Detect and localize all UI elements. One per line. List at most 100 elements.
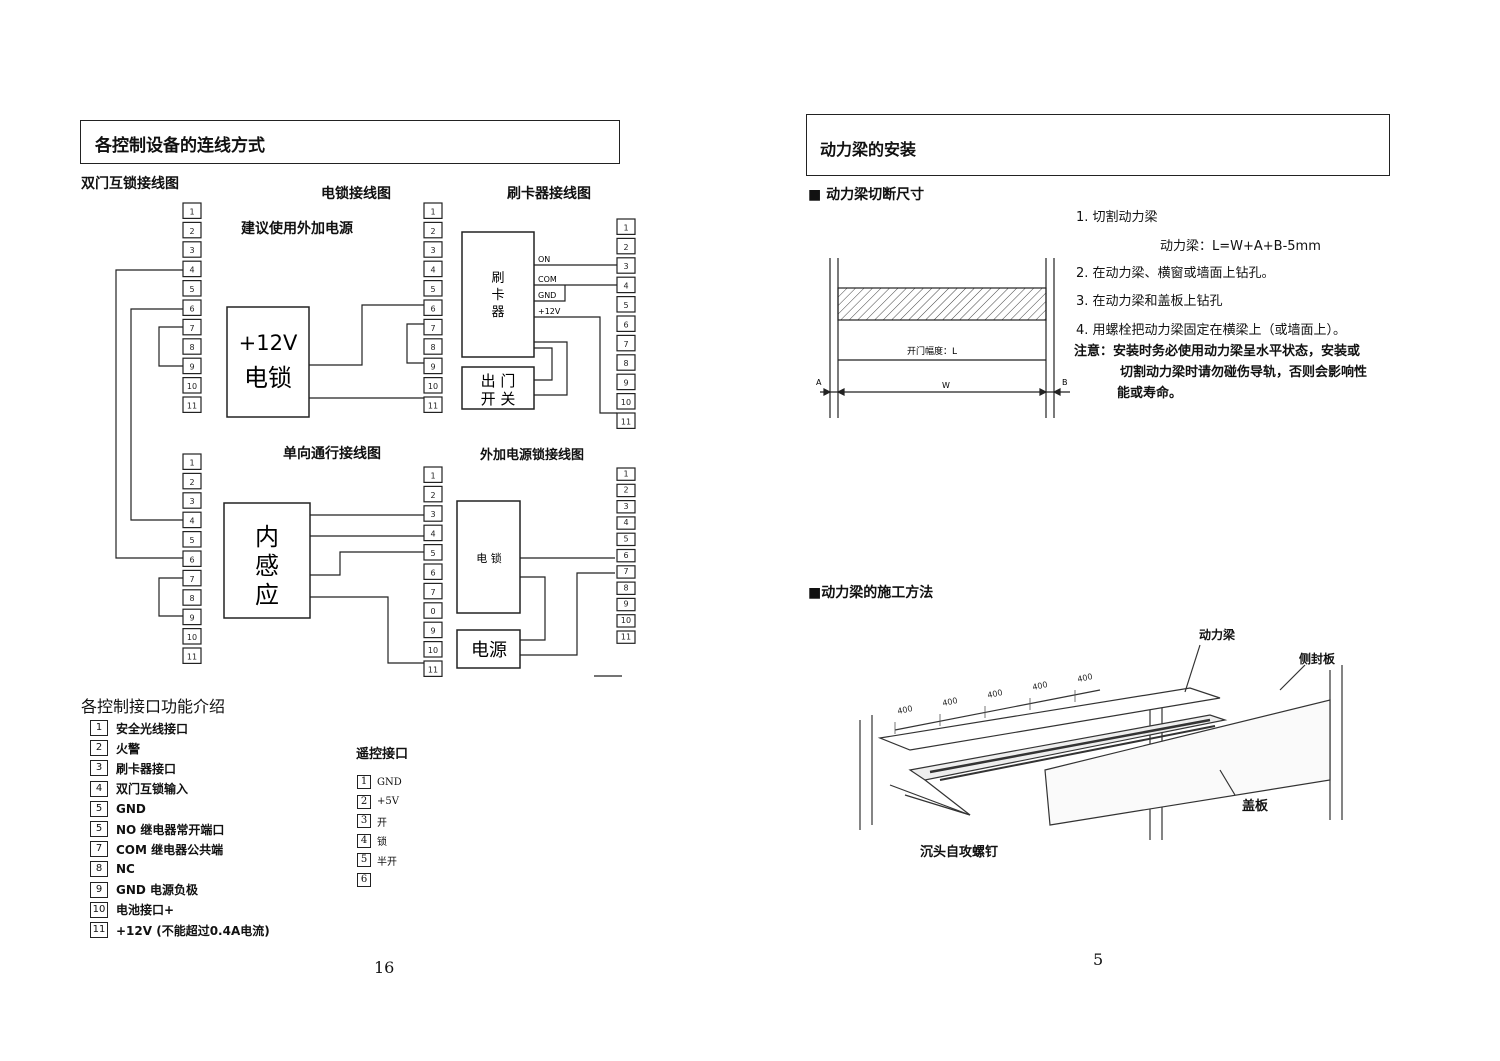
oneway-terminal-label: 2 — [430, 491, 435, 500]
oneway-terminal-box — [423, 640, 443, 658]
remote-row: 2+5V — [357, 793, 399, 811]
card-terminal-box — [616, 412, 636, 429]
dim-label-a: A — [816, 378, 822, 387]
double-door-top-terminal-box — [182, 241, 202, 258]
double-door-top-terminal-label: 6 — [189, 304, 194, 313]
card-title: 刷卡器接线图 — [507, 186, 591, 202]
interface-number: 3 — [90, 760, 108, 777]
interface-number: 10 — [90, 901, 108, 918]
elock-terminal-box — [423, 338, 443, 355]
elock-box-line2: 电锁 — [244, 364, 292, 392]
elock-terminal-box — [423, 357, 443, 375]
elock-terminal-label: 3 — [430, 246, 435, 255]
double-door-top-terminal-label: 3 — [189, 246, 194, 255]
elock-terminal-label: 5 — [430, 285, 435, 294]
oneway-terminal-box — [423, 660, 443, 677]
card-terminal-label: 1 — [623, 223, 628, 232]
dim-label-b: B — [1062, 378, 1068, 387]
double-door-top-terminal-box — [182, 396, 202, 413]
oneway-terminal-label: 6 — [430, 568, 435, 577]
card-terminal-box — [616, 354, 636, 371]
remote-title: 遥控接口 — [356, 747, 409, 762]
double-door-top-terminal-box — [182, 338, 202, 355]
double-door-bottom-terminal-box — [182, 530, 202, 548]
card-terminal-box — [616, 237, 636, 255]
interface-title: 各控制接口功能介绍 — [81, 697, 226, 716]
ext-terminal-label: 6 — [623, 551, 628, 560]
dim-label-w: W — [942, 381, 950, 390]
dim-400-label: 400 — [1032, 680, 1049, 692]
card-terminal-box — [616, 315, 636, 332]
install-step: 2. 在动力梁、横窗或墙面上钻孔。 — [1076, 266, 1275, 281]
label-beam: 动力梁 — [1199, 628, 1236, 642]
oneway-terminal-box — [423, 582, 443, 600]
dim-400-label: 400 — [942, 696, 959, 708]
ext-terminal-box — [616, 500, 636, 514]
double-door-top-terminal-label: 7 — [189, 324, 194, 333]
elock-terminal-box — [423, 318, 443, 336]
remote-label: 开 — [377, 817, 387, 829]
remote-number: 2 — [357, 794, 371, 809]
elock-terminal-label: 2 — [430, 227, 435, 236]
card-terminal-box — [616, 373, 636, 391]
interface-row: 11+12V (不能超过0.4A电流) — [90, 921, 270, 939]
ext-terminal-box — [616, 516, 636, 530]
ext-terminal-box — [616, 630, 636, 644]
ext-terminal-label: 1 — [623, 469, 628, 478]
elock-terminal-label: 11 — [428, 401, 438, 410]
ext-power-box — [456, 629, 521, 669]
interface-number: 8 — [90, 861, 108, 878]
ext-lock-box — [456, 500, 521, 614]
ext-power-label: 电源 — [471, 640, 507, 661]
interface-number: 1 — [90, 720, 108, 736]
double-door-bottom-terminal-box — [182, 589, 202, 606]
dim-400-label: 400 — [897, 704, 914, 716]
install-step: 4. 用螺栓把动力梁固定在横梁上（或墙面上）。 — [1076, 323, 1347, 338]
ext-title: 外加电源锁接线图 — [480, 448, 585, 463]
elock-terminal-label: 9 — [430, 363, 435, 372]
dim-400-label: 400 — [1077, 672, 1094, 684]
card-pin-on: ON — [538, 255, 550, 264]
double-door-bottom-terminal-box — [182, 608, 202, 626]
right-header-title: 动力梁的安装 — [820, 140, 917, 159]
method-title: ■动力梁的施工方法 — [808, 585, 934, 601]
card-reader-label: 刷卡器 — [491, 271, 504, 320]
double-door-top-terminal-label: 8 — [189, 343, 194, 352]
ext-lock-label: 电 锁 — [476, 551, 502, 565]
card-terminal-label: 3 — [623, 262, 628, 271]
card-terminal-box — [616, 218, 636, 235]
oneway-terminal-box — [423, 505, 443, 522]
cut-title: ■ 动力梁切断尺寸 — [808, 187, 925, 203]
install-step: 注意：安装时务必使用动力梁呈水平状态，安装或 — [1074, 344, 1361, 359]
remote-number: 5 — [357, 853, 371, 867]
oneway-terminal-box — [423, 466, 443, 483]
elock-terminal-label: 10 — [428, 382, 438, 391]
interface-label: NC — [116, 862, 135, 877]
elock-terminal-box — [423, 377, 443, 394]
double-door-bottom-terminal-box — [182, 647, 202, 664]
install-step: 3. 在动力梁和盖板上钻孔 — [1076, 294, 1223, 309]
interface-label: GND 电源负极 — [116, 883, 199, 898]
ext-terminal-box — [616, 597, 636, 612]
left-page-number: 16 — [374, 958, 395, 977]
elock-terminal-box — [423, 299, 443, 316]
exit-switch-line1: 出 门 — [481, 372, 516, 390]
oneway-terminal-label: 4 — [430, 530, 435, 539]
double-door-bottom-terminal-label: 7 — [189, 575, 194, 584]
ext-terminal-box — [616, 483, 636, 498]
double-door-bottom-terminal-box — [182, 627, 202, 645]
oneway-terminal-box — [423, 621, 443, 639]
elock-terminal-label: 1 — [430, 207, 435, 216]
card-terminal-label: 11 — [621, 417, 631, 426]
sensor-label: 内感应 — [255, 523, 279, 609]
interface-label: 火警 — [116, 741, 141, 756]
ext-terminal-label: 10 — [621, 616, 631, 625]
ext-terminal-label: 5 — [623, 535, 628, 544]
install-step: 能或寿命。 — [1117, 386, 1183, 401]
card-terminal-label: 10 — [621, 398, 631, 407]
interface-label: 电池接口+ — [116, 903, 175, 918]
